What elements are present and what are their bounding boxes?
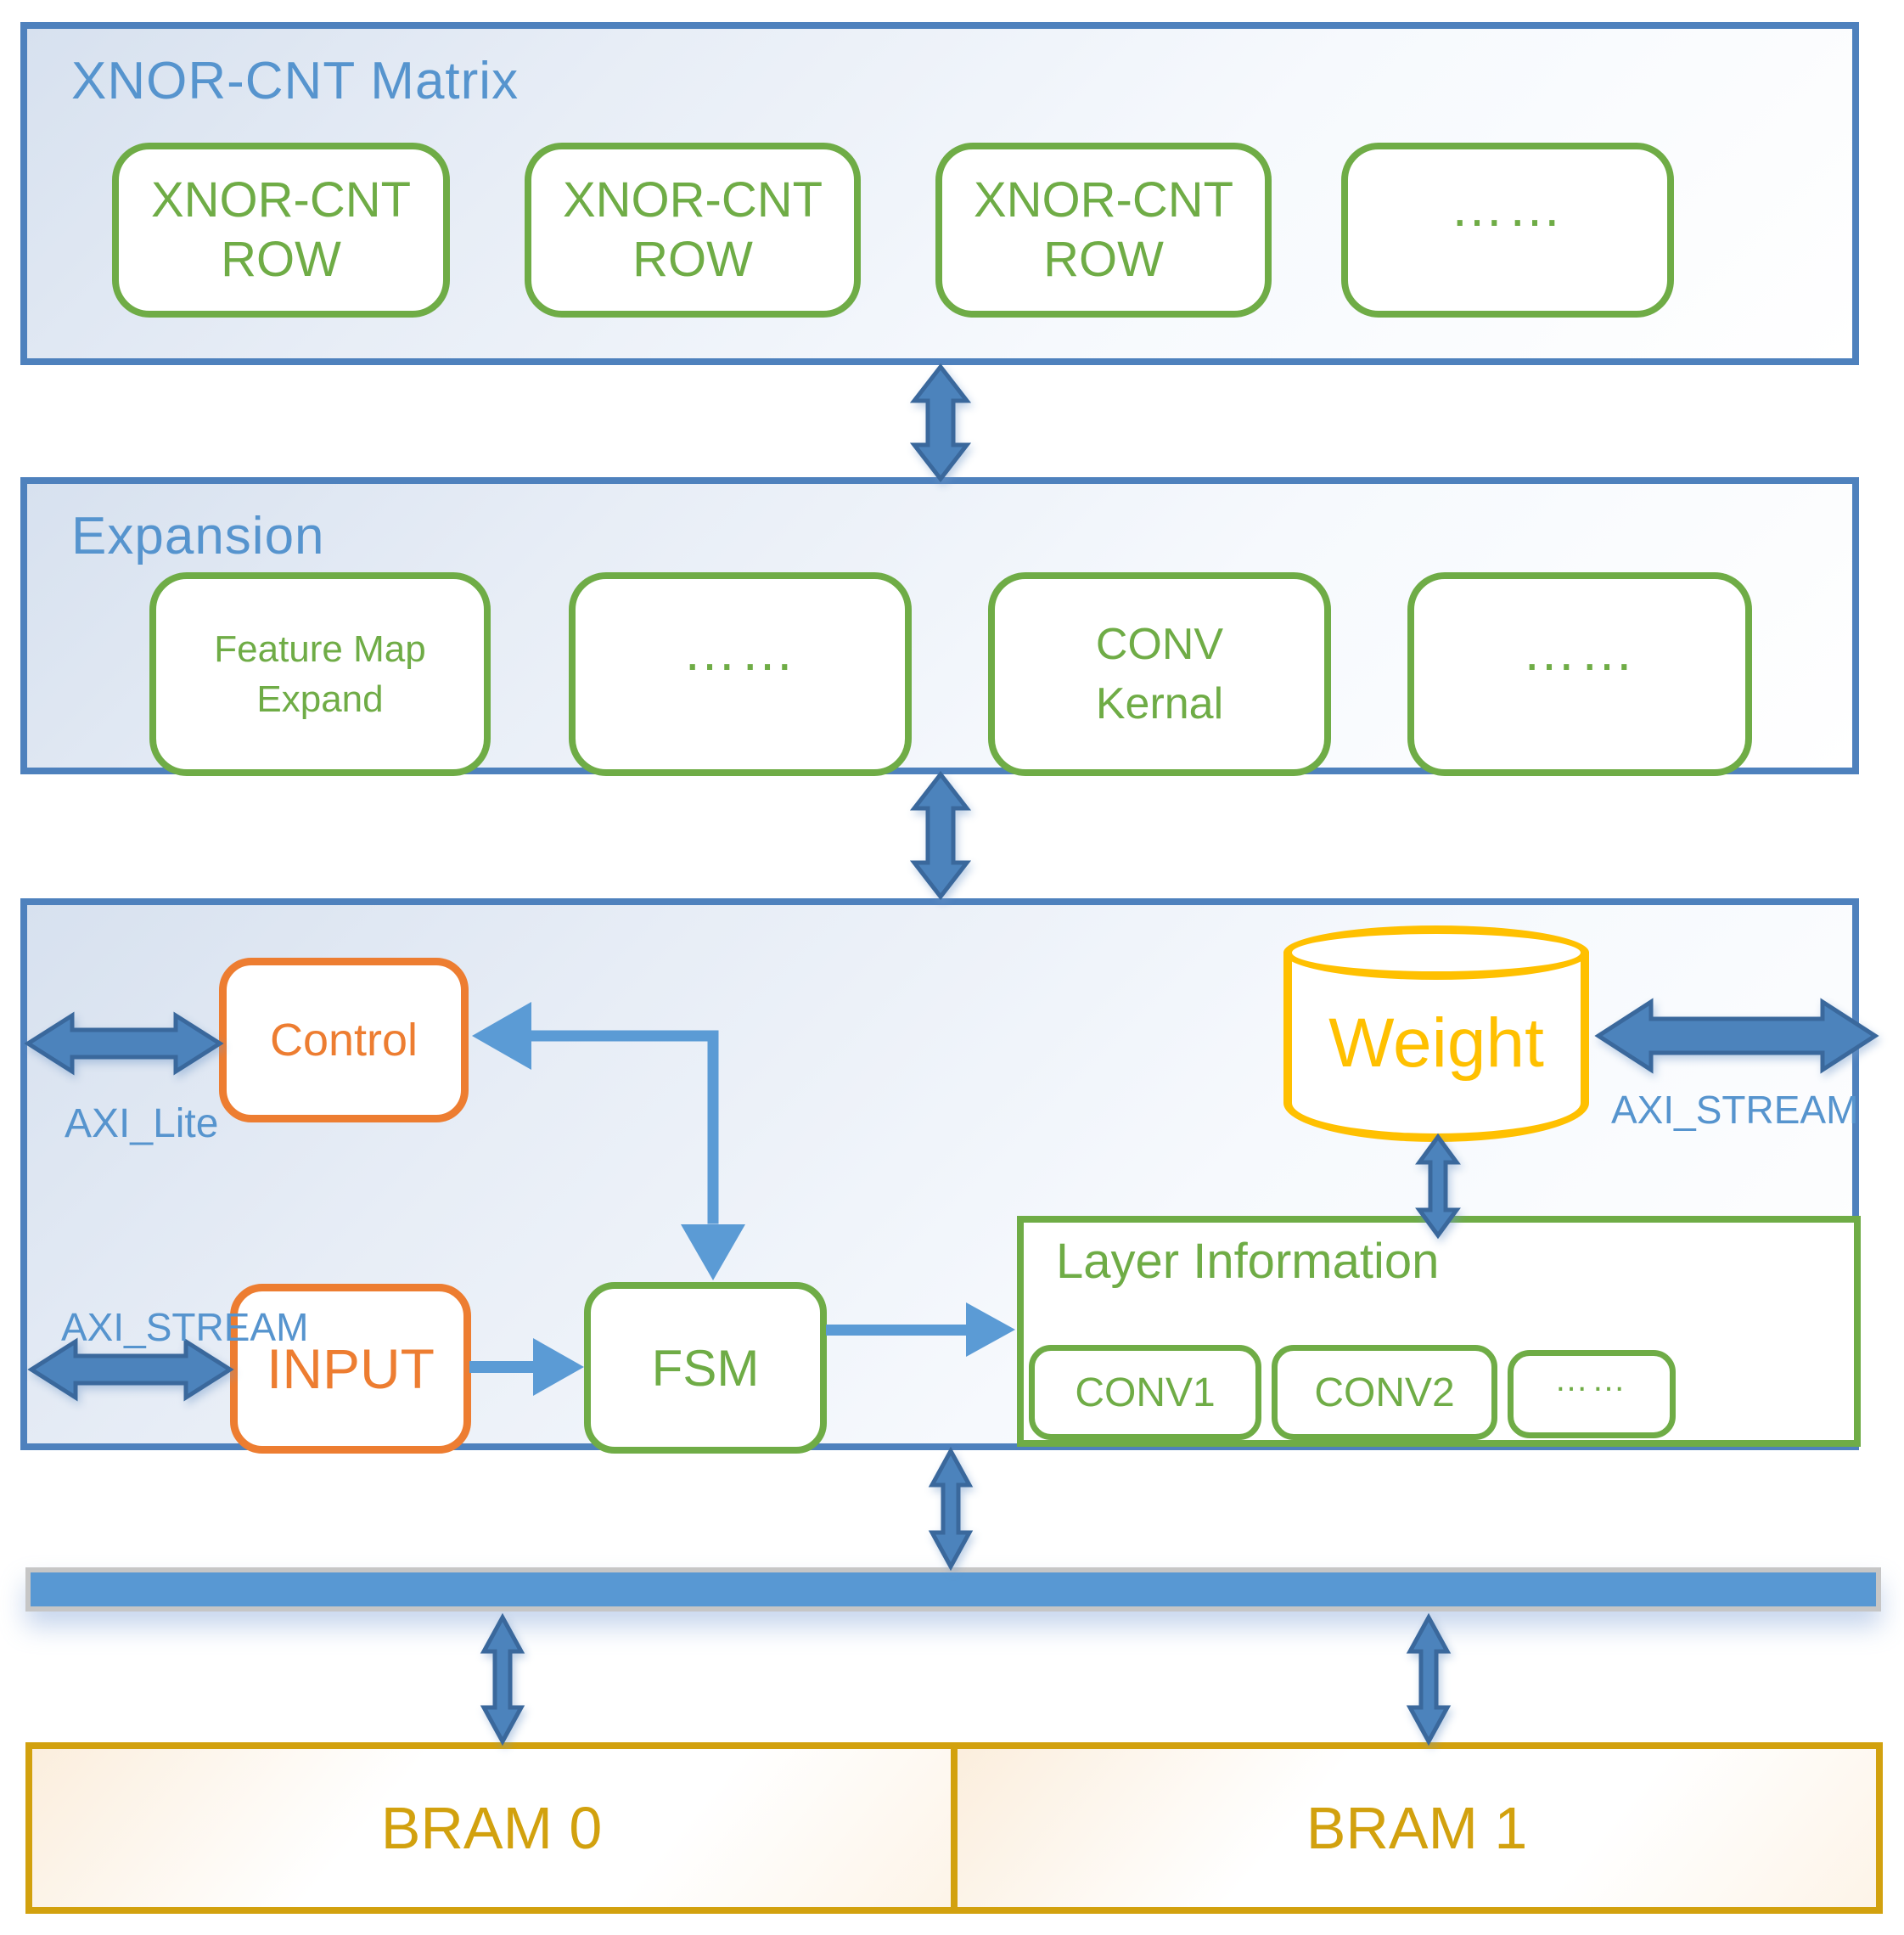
bram1-label: BRAM 1 [1306,1795,1528,1861]
input-label: INPUT [267,1337,435,1400]
xnor-row-label-line1: XNOR-CNT [150,172,412,228]
arrow-input-fsm-icon [469,1338,584,1396]
ellipsis-dots: …… [1522,621,1637,683]
layer-information-title: Layer Information [1056,1234,1440,1289]
expansion-title: Expansion [71,507,325,565]
fsm-box: FSM [584,1282,827,1454]
weight-label: Weight [1328,1004,1544,1082]
weight-cylinder-top [1283,925,1589,980]
conv-kernal-line2: Kernal [1095,679,1224,728]
arrow-weight-layerinfo-icon [1415,1133,1461,1240]
feature-map-line2: Expand [256,678,384,720]
axi-lite-label: AXI_Lite [65,1101,219,1146]
feature-map-line1: Feature Map [214,627,426,670]
arrow-axi-lite-icon [24,1011,224,1076]
expansion-ellipsis-box-1: …… [569,572,912,776]
bram1-box: BRAM 1 [958,1749,1876,1907]
arrow-matrix-expansion-icon [909,363,972,483]
xnor-row-label-line1: XNOR-CNT [562,172,823,228]
bram0-box: BRAM 0 [32,1749,951,1907]
arrow-bus-bram0-icon [480,1612,525,1747]
conv-kernal-box: CONV Kernal [988,572,1331,776]
conv1-box: CONV1 [1029,1345,1261,1440]
conv2-box: CONV2 [1272,1345,1497,1440]
arrow-core-bus-icon [928,1446,974,1572]
weight-cylinder-body [1283,952,1589,1142]
control-label: Control [269,1015,418,1066]
xnor-cnt-matrix-title: XNOR-CNT Matrix [71,52,520,110]
arrow-expansion-core-icon [909,770,972,901]
arrow-fsm-layerinfo-icon [826,1302,1015,1357]
arrow-fsm-control-elbow-icon [472,1002,745,1280]
input-box: INPUT [230,1284,471,1454]
axi-stream-right-label: AXI_STREAM [1611,1088,1859,1132]
arrow-axi-stream-weight-icon [1594,998,1879,1074]
xnor-row-label-line2: ROW [221,232,341,287]
xnor-row-label-line2: ROW [1043,232,1164,287]
axi-bus-bar [25,1567,1881,1612]
ellipsis-dots: …… [1554,1360,1629,1398]
layer-ellipsis-box: …… [1508,1350,1676,1438]
ellipsis-dots: …… [1450,177,1565,239]
axi-stream-left-label: AXI_STREAM [61,1305,309,1349]
conv2-label: CONV2 [1314,1370,1455,1415]
bram0-label: BRAM 0 [380,1795,603,1861]
xnor-row-label-line1: XNOR-CNT [973,172,1234,228]
xnor-row-label-line2: ROW [632,232,753,287]
ellipsis-dots: …… [682,621,798,683]
xnor-cnt-row-box-ellipsis: …… [1341,143,1674,318]
arrow-bus-bram1-icon [1406,1612,1452,1747]
arrow-axi-stream-input-icon [27,1337,234,1402]
expansion-ellipsis-box-2: …… [1407,572,1752,776]
control-box: Control [219,958,469,1122]
fsm-label: FSM [651,1339,760,1397]
conv-kernal-line1: CONV [1095,619,1224,669]
conv1-label: CONV1 [1075,1370,1216,1415]
bram-divider [951,1749,958,1907]
bram-container: BRAM 0 BRAM 1 [25,1742,1883,1914]
